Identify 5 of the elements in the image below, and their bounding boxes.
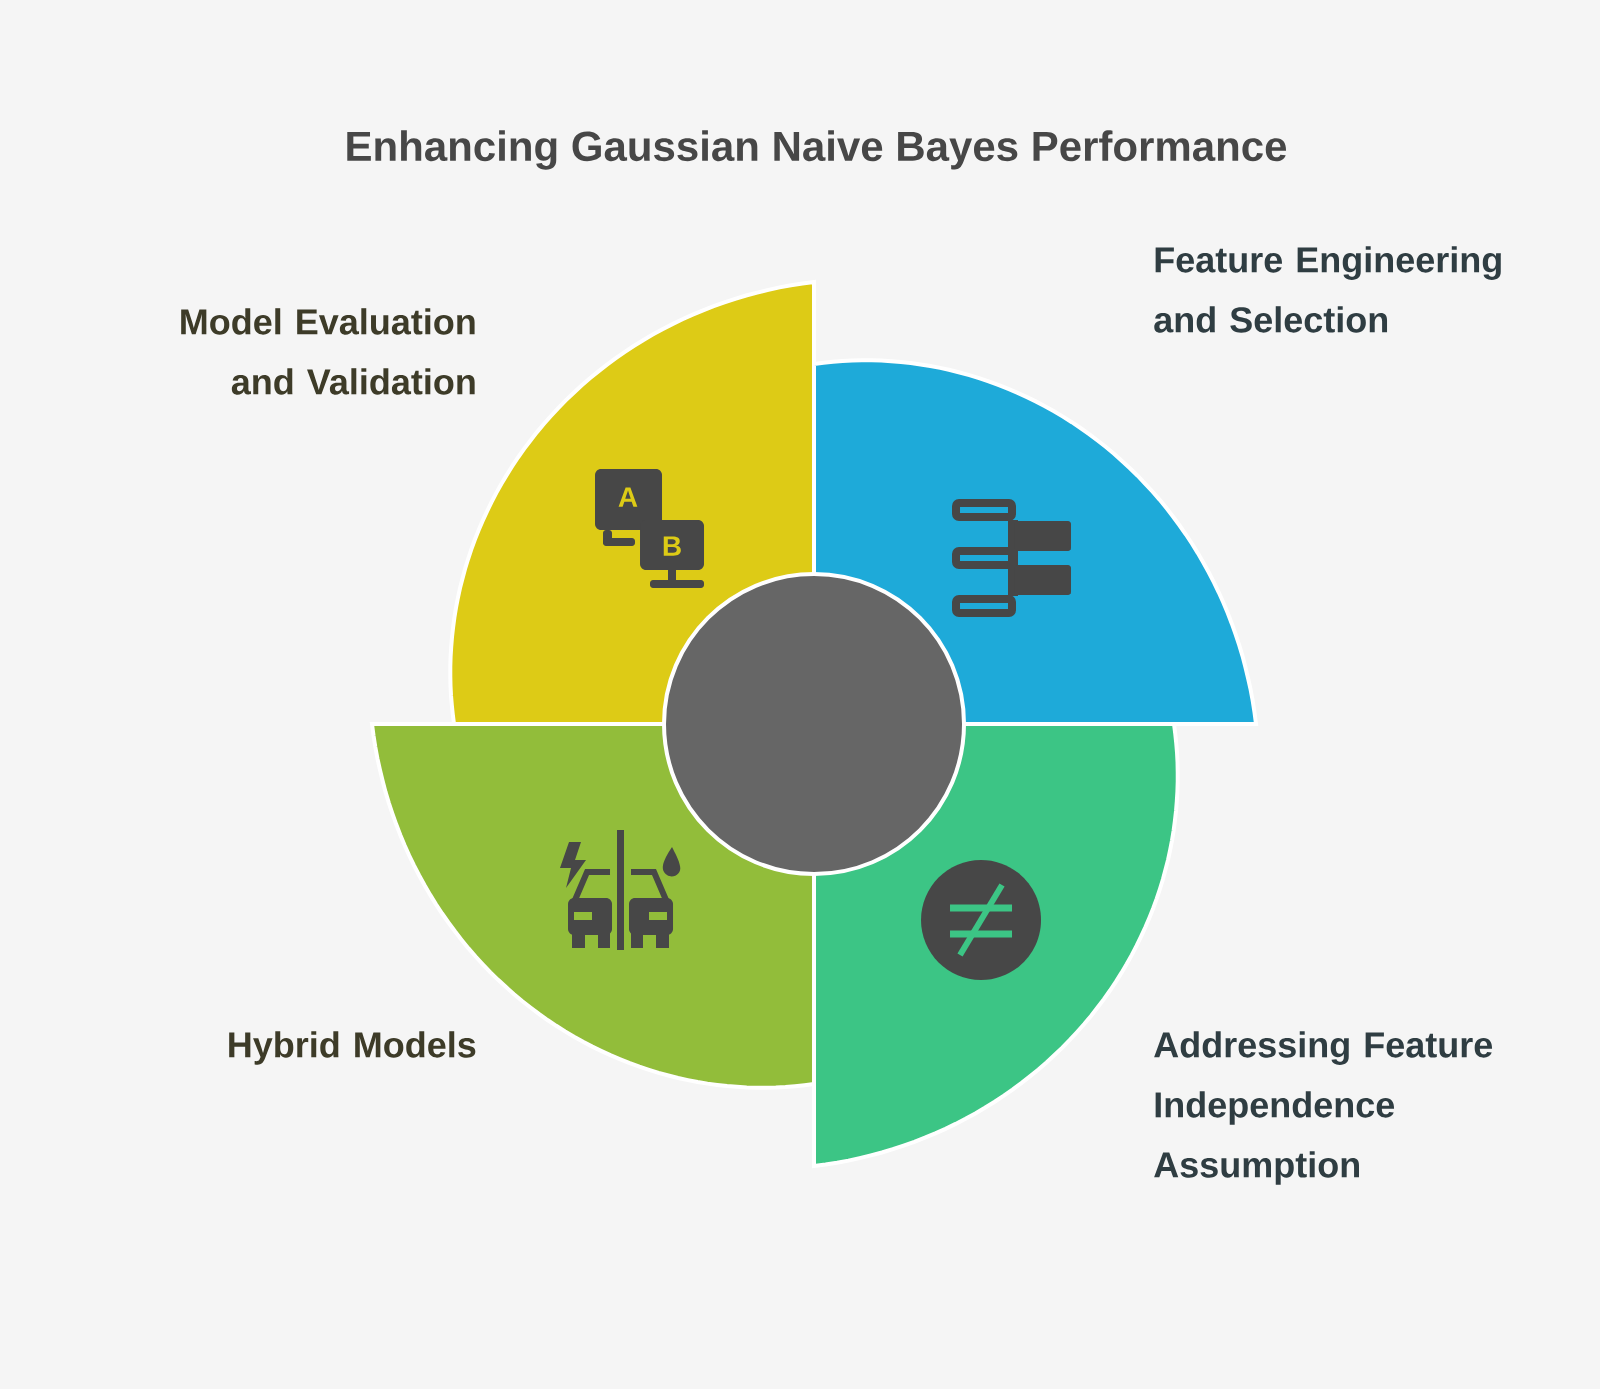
center-circle <box>662 572 966 876</box>
node-label: Model Evaluation and Validation <box>181 308 475 395</box>
node-label: Feature Engineering and Selection <box>1154 246 1501 333</box>
title: Enhancing Gaussian Naive Bayes Performance <box>347 130 1287 170</box>
node-label: Addressing Feature Independence Assumption <box>1154 1031 1493 1185</box>
